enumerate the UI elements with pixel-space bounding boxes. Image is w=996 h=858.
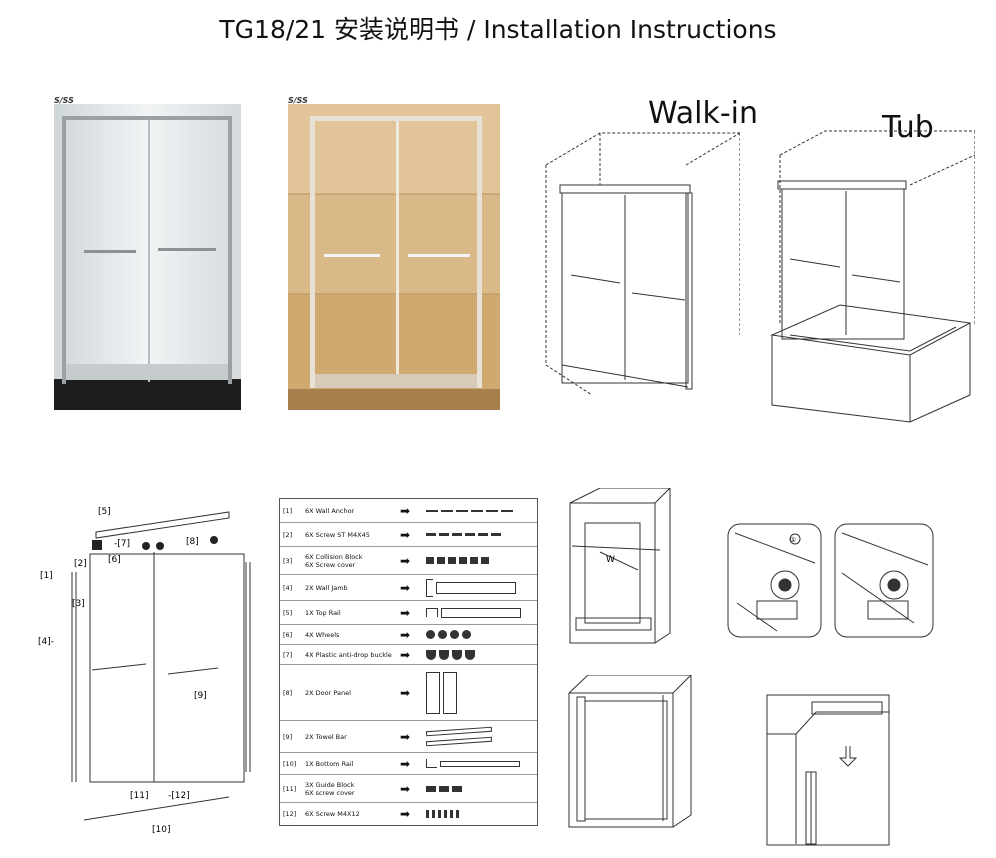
measure-label: W	[606, 555, 615, 565]
arrow-icon: ➡	[400, 580, 411, 595]
label-8: [8]	[186, 537, 199, 547]
tub-diagram	[770, 130, 975, 423]
page-title: TG18/21 安装说明书 / Installation Instruction…	[219, 15, 777, 44]
brand-logo: S/SS	[288, 96, 308, 105]
label-12: -[12]	[168, 791, 190, 801]
arrow-icon: ➡	[400, 807, 411, 821]
parts-row: [1] 6X Wall Anchor ➡	[280, 499, 537, 523]
buckle-icons	[426, 649, 537, 660]
label-5: [5]	[98, 507, 111, 517]
part-number: [9]	[283, 732, 293, 741]
arrow-icon: ➡	[400, 781, 411, 796]
parts-row: [5] 1X Top Rail ➡	[280, 601, 537, 625]
parts-row: [8] 2X Door Panel ➡	[280, 665, 537, 721]
label-9: [9]	[194, 691, 207, 701]
part-number: [5]	[283, 608, 293, 617]
label-7: -[7]	[114, 539, 130, 549]
smallscrew-icons	[426, 810, 537, 818]
part-name: 6X Screw ST M4X45	[305, 530, 370, 539]
part-name: 6X Screw M4X12	[305, 810, 360, 818]
part-name: 4X Plastic anti-drop buckle	[305, 650, 392, 659]
tub-label: Tub	[882, 110, 934, 145]
parts-row: [7] 4X Plastic anti-drop buckle ➡	[280, 645, 537, 665]
product-photo-beige	[288, 104, 500, 410]
part-number: [1]	[283, 506, 293, 515]
part-number: [11]	[283, 784, 297, 793]
label-2: [2]	[74, 559, 87, 569]
parts-row: [12] 6X Screw M4X12 ➡	[280, 803, 537, 825]
part-number: [10]	[283, 759, 297, 768]
part-name: 4X Wheels	[305, 630, 340, 639]
towelbar-icons	[425, 726, 537, 747]
part-name: 1X Bottom Rail	[305, 759, 354, 768]
parts-row: [4] 2X Wall Jamb ➡	[280, 575, 537, 601]
part-name: 2X Towel Bar	[305, 732, 347, 741]
part-name: 3X Guide Block 6X screw cover	[305, 780, 355, 797]
screw-icons	[426, 533, 537, 536]
label-10: [10]	[152, 825, 170, 835]
parts-row: [2] 6X Screw ST M4X45 ➡	[280, 523, 537, 547]
label-4: [4]-	[38, 637, 54, 647]
arrow-icon: ➡	[400, 685, 411, 700]
part-number: [12]	[283, 810, 297, 818]
detail-step-2	[834, 523, 934, 638]
part-number: [2]	[283, 530, 293, 539]
label-11: [11]	[130, 791, 148, 801]
parts-row: [6] 4X Wheels ➡	[280, 625, 537, 645]
part-name: 6X Wall Anchor	[305, 506, 355, 515]
part-name: 2X Wall Jamb	[305, 583, 348, 592]
parts-row: [11] 3X Guide Block 6X screw cover ➡	[280, 775, 537, 803]
label-6: [6]	[108, 555, 121, 565]
parts-row: [9] 2X Towel Bar ➡	[280, 721, 537, 753]
arrow-icon: ➡	[400, 503, 411, 518]
part-number: [7]	[283, 650, 293, 659]
label-1: [1]	[40, 571, 53, 581]
part-name: 2X Door Panel	[305, 688, 351, 697]
frame-diagram	[568, 675, 692, 828]
block-icons	[426, 557, 537, 564]
part-name: 6X Collision Block 6X Screw cover	[305, 552, 363, 569]
walkin-diagram	[545, 132, 740, 395]
callout-label: ①	[790, 536, 796, 544]
jamb-icons	[426, 578, 537, 597]
product-photo-clear	[54, 104, 241, 410]
arrow-icon: ➡	[400, 729, 411, 744]
arrow-icon: ➡	[400, 627, 411, 642]
parts-row: [10] 1X Bottom Rail ➡	[280, 753, 537, 775]
panel-icons	[426, 671, 537, 714]
rail-icons	[426, 607, 537, 618]
bottomrail-icons	[426, 759, 537, 768]
label-3: [3]	[72, 599, 85, 609]
exploded-diagram: [5] -[7] [6] [8] [2] [1] [3] [4]- [9] [1…	[38, 507, 251, 835]
part-number: [4]	[283, 583, 293, 592]
arrow-icon: ➡	[400, 605, 411, 620]
part-number: [3]	[283, 556, 293, 565]
wheel-icons	[426, 630, 537, 639]
part-name: 1X Top Rail	[305, 608, 341, 617]
part-number: [6]	[283, 630, 293, 639]
arrow-icon: ➡	[400, 756, 411, 771]
parts-list: [1] 6X Wall Anchor ➡ [2] 6X Screw ST M4X…	[279, 498, 538, 826]
guide-icons	[426, 785, 537, 792]
part-number: [8]	[283, 688, 293, 697]
arrow-icon: ➡	[400, 553, 411, 568]
anchor-icons	[426, 509, 537, 512]
parts-row: [3] 6X Collision Block 6X Screw cover ➡	[280, 547, 537, 575]
detail-step-1: ①	[727, 523, 822, 638]
measure-diagram: W	[569, 488, 671, 644]
brand-logo: S/SS	[54, 96, 74, 105]
walkin-label: Walk-in	[648, 96, 759, 131]
corner-detail	[766, 694, 890, 846]
arrow-icon: ➡	[400, 647, 411, 662]
arrow-icon: ➡	[400, 527, 411, 542]
